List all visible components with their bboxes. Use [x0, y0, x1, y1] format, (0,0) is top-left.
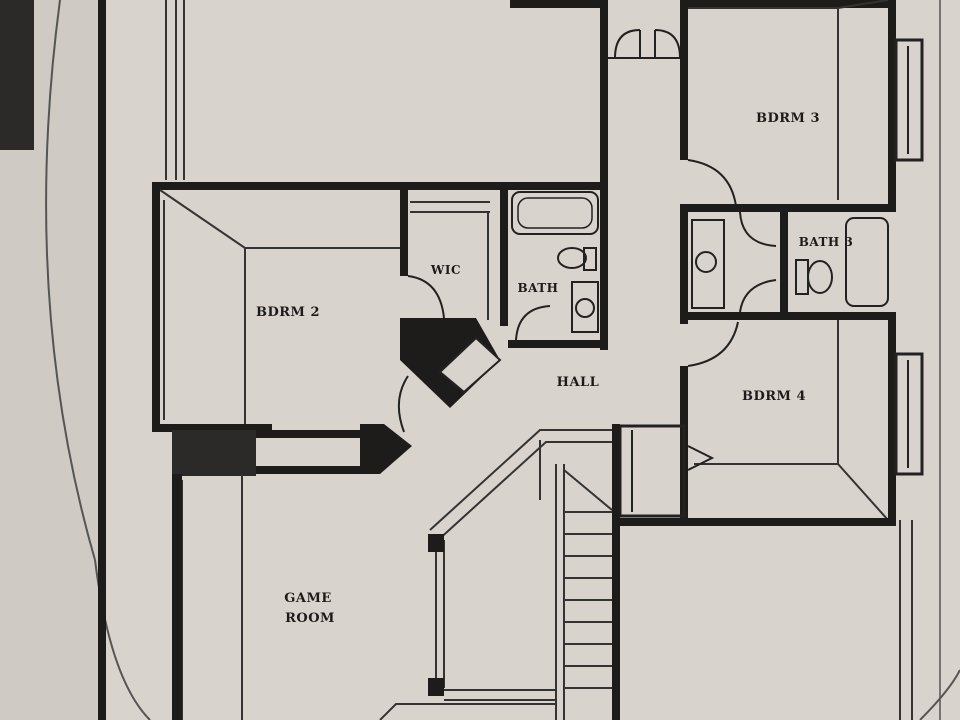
- bdrm2-corner-wall: [360, 424, 412, 474]
- bath3-toilet-icon: [807, 260, 833, 294]
- room-label-wic: WIC: [430, 263, 461, 277]
- bath2-vanity: [571, 281, 599, 333]
- bath2-door: [515, 305, 551, 341]
- bath3-door: [739, 211, 777, 247]
- bdrm3-tray-ceiling: [688, 0, 889, 200]
- bdrm2-door: [397, 375, 409, 433]
- bdrm4-door: [687, 321, 739, 367]
- bdrm3-wall-right: [888, 0, 896, 210]
- stair-rail: [429, 429, 612, 543]
- bdrm4-window-frame: [894, 352, 924, 476]
- bath2-wall-bottom: [508, 340, 608, 348]
- game-room-wall-left: [172, 474, 182, 720]
- bdrm3-wall-bottom: [680, 204, 896, 212]
- bdrm3-window-frame: [894, 38, 924, 162]
- exterior-wall-left: [98, 0, 106, 720]
- stair-break-line: [563, 469, 613, 511]
- bath2-tub: [511, 191, 599, 235]
- bath2-tub-inner: [517, 197, 593, 229]
- stair-wall-right: [612, 424, 620, 720]
- bath3-wall-bottom: [680, 312, 896, 320]
- bdrm2-tray-ceiling: [159, 189, 400, 424]
- game-room-header-wall-2: [256, 466, 366, 474]
- room-label-game-line2: ROOM: [285, 611, 335, 626]
- room-label-hall: HALL: [557, 375, 600, 390]
- bath3-door-2: [739, 279, 777, 313]
- lower-roof-line: [379, 703, 556, 720]
- bath3-wall-left: [680, 204, 688, 324]
- bdrm4-wall-right: [888, 320, 896, 526]
- wall-top-right: [682, 0, 892, 8]
- room-label-bath2: BATH: [517, 281, 558, 295]
- dark-corner: [0, 0, 34, 150]
- room-label-game-line1: GAME: [284, 591, 332, 606]
- plan-sheet: [104, 0, 960, 720]
- double-door-top: [614, 29, 681, 59]
- wall-top-mid: [510, 0, 608, 8]
- room-label-bdrm4: BDRM 4: [742, 389, 806, 404]
- angled-closet-insert: [438, 336, 502, 394]
- wic-wall-left: [400, 186, 408, 276]
- game-room-dark-panel: [172, 430, 256, 476]
- bdrm2-wall-bottom: [152, 424, 272, 432]
- bath3-vanity: [691, 219, 725, 309]
- wic-door: [407, 275, 445, 319]
- game-room-header-wall: [256, 430, 366, 438]
- newel-post-top: [428, 534, 444, 552]
- bdrm2-wall-top: [152, 182, 608, 190]
- bath2-sink-icon: [575, 298, 595, 318]
- bath3-wall-mid: [780, 210, 788, 314]
- bdrm3-door: [687, 159, 737, 207]
- bath3-sink-icon: [695, 251, 717, 273]
- room-label-bdrm3: BDRM 3: [756, 111, 820, 126]
- bath2-wall-right: [600, 0, 608, 350]
- bdrm4-tray-ceiling: [694, 320, 889, 521]
- bdrm2-wall-left: [152, 182, 160, 432]
- stair-treads: [564, 511, 612, 689]
- bdrm4-wall-bottom: [612, 518, 896, 526]
- bath2-toilet-icon: [557, 247, 587, 269]
- bdrm4-closet-door: [687, 445, 715, 471]
- room-label-bath3: BATH 3: [799, 235, 854, 249]
- outline-curve-right: [919, 669, 960, 720]
- stair-rail-bottom: [444, 689, 556, 701]
- room-label-bdrm2: BDRM 2: [256, 305, 320, 320]
- wic-wall-right: [500, 186, 508, 326]
- bdrm3-wall-left: [680, 0, 688, 160]
- bath2-toilet-tank: [583, 247, 597, 271]
- newel-post-bottom: [428, 678, 444, 696]
- outline-curve-left: [45, 0, 96, 561]
- bath3-tub: [845, 217, 889, 307]
